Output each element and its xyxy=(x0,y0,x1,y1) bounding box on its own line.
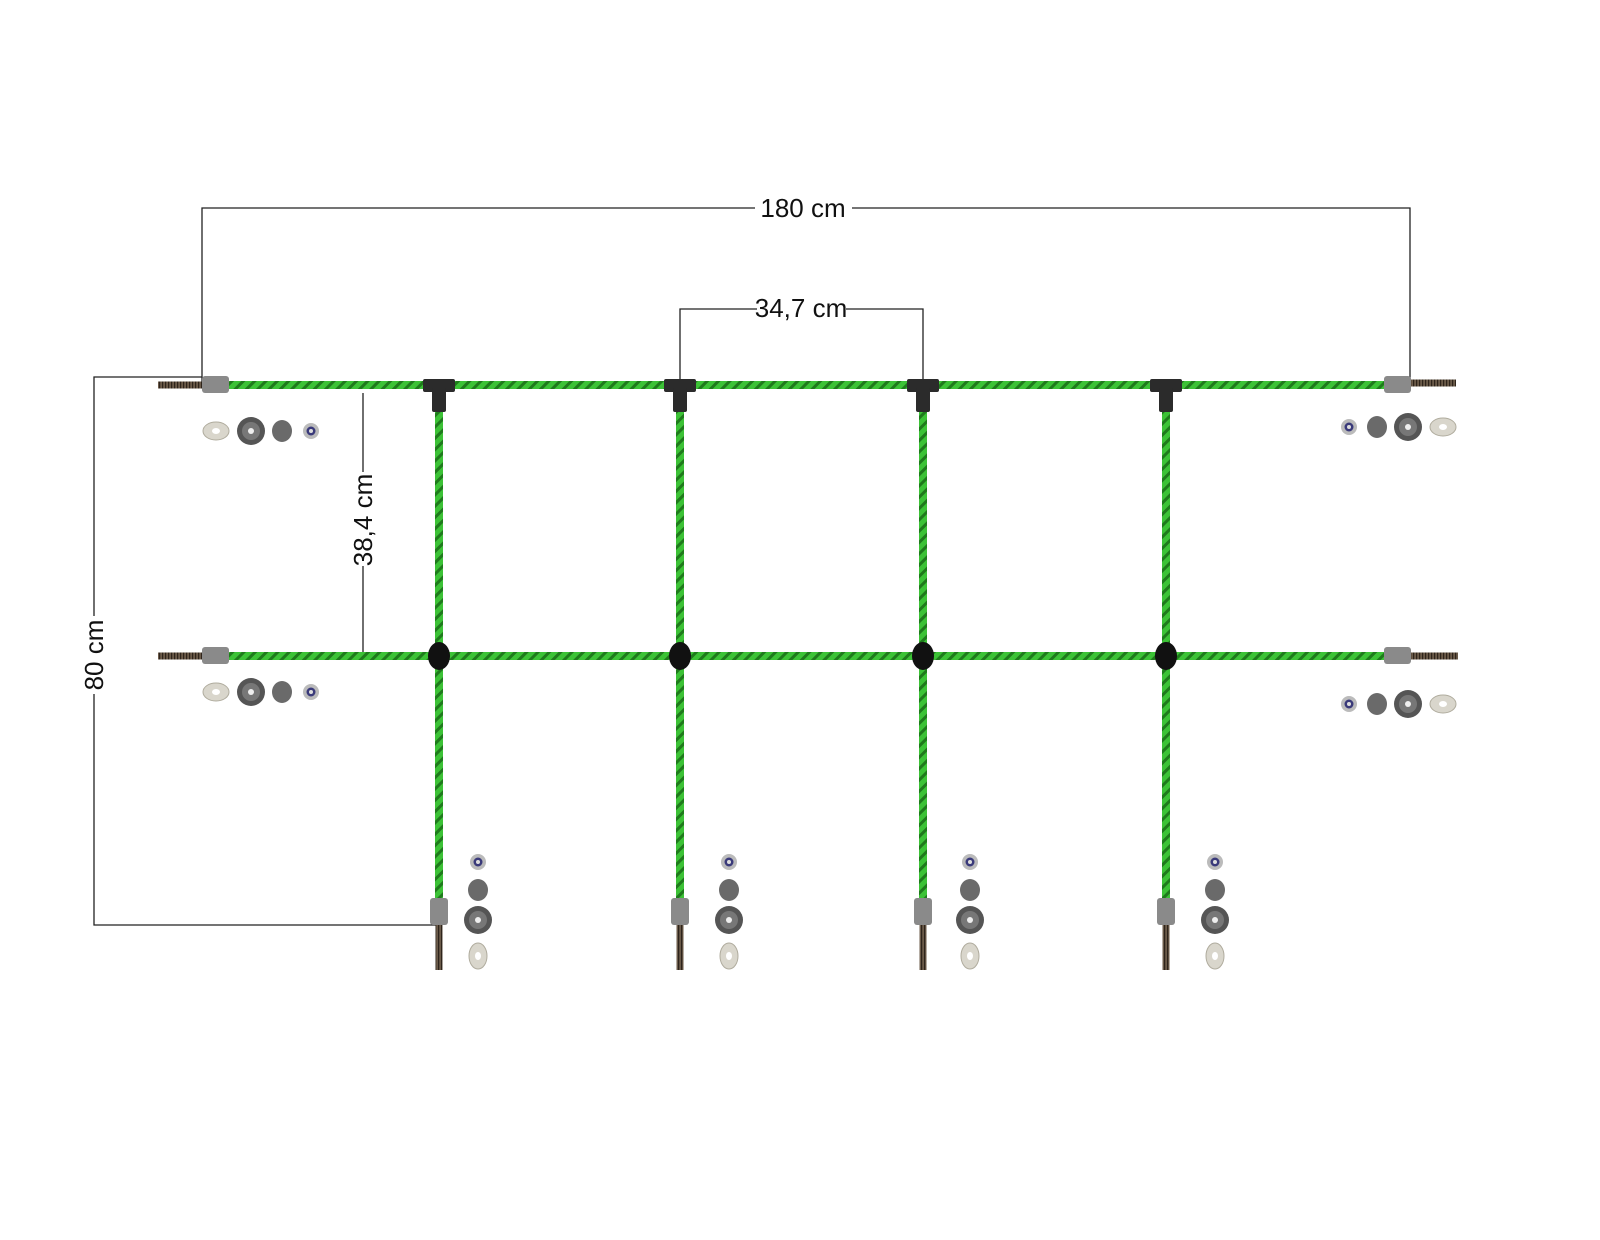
cap-washer-icon xyxy=(1394,413,1422,441)
threaded-rod xyxy=(1162,920,1170,970)
washer-icon xyxy=(468,942,488,970)
t-connector xyxy=(1150,379,1182,412)
rope-end-ferrule xyxy=(1384,647,1411,664)
cross-connector xyxy=(669,642,691,670)
threaded-rod xyxy=(158,652,205,660)
washer-icon xyxy=(719,942,739,970)
cap-washer-icon xyxy=(1394,690,1422,718)
cap-washer-icon xyxy=(1201,906,1229,934)
rope-end-ferrule xyxy=(202,647,229,664)
threaded-rod xyxy=(919,920,927,970)
rope-end-ferrule xyxy=(671,898,689,925)
cap-nut-icon xyxy=(1205,879,1225,901)
lock-nut-icon xyxy=(470,854,486,870)
cap-nut-icon xyxy=(272,681,292,703)
rope-end-ferrule xyxy=(1157,898,1175,925)
horizontal-rope xyxy=(205,652,1395,660)
dimension-label-row: 38,4 cm xyxy=(348,474,378,567)
cap-washer-icon xyxy=(237,417,265,445)
washer-icon xyxy=(1429,417,1457,437)
rope-end-ferrule xyxy=(914,898,932,925)
rope-end-ferrule xyxy=(1384,376,1411,393)
washer-icon xyxy=(202,421,230,441)
cap-washer-icon xyxy=(956,906,984,934)
rope-end-ferrule xyxy=(430,898,448,925)
lock-nut-icon xyxy=(721,854,737,870)
washer-icon xyxy=(202,682,230,702)
cap-nut-icon xyxy=(468,879,488,901)
cap-washer-icon xyxy=(715,906,743,934)
dimension-label-height: 80 cm xyxy=(79,620,109,691)
lock-nut-icon xyxy=(1207,854,1223,870)
cross-connector xyxy=(1155,642,1177,670)
cross-connector xyxy=(428,642,450,670)
cap-nut-icon xyxy=(719,879,739,901)
threaded-rod xyxy=(1410,652,1458,660)
dimension-overall-width: 180 cm xyxy=(201,193,1411,385)
dimension-label-spacing: 34,7 cm xyxy=(755,293,848,323)
threaded-rod xyxy=(676,920,684,970)
threaded-rod xyxy=(1410,379,1456,387)
lock-nut-icon xyxy=(303,684,319,700)
lock-nut-icon xyxy=(303,423,319,439)
washer-icon xyxy=(960,942,980,970)
cap-nut-icon xyxy=(960,879,980,901)
lock-nut-icon xyxy=(962,854,978,870)
t-connector xyxy=(664,379,696,412)
cap-washer-icon xyxy=(464,906,492,934)
washer-icon xyxy=(1429,694,1457,714)
dimension-label-width: 180 cm xyxy=(760,193,845,223)
cross-connector xyxy=(912,642,934,670)
hardware-sets xyxy=(202,413,1457,970)
lock-nut-icon xyxy=(1341,419,1357,435)
cap-nut-icon xyxy=(1367,693,1387,715)
horizontal-rope xyxy=(205,381,1395,389)
rope-end-ferrule xyxy=(202,376,229,393)
t-connector xyxy=(907,379,939,412)
threaded-rod xyxy=(435,920,443,970)
dimension-row-spacing: 38,4 cm xyxy=(348,393,378,656)
dimension-overall-height: 80 cm xyxy=(79,376,440,926)
t-connector xyxy=(423,379,455,412)
rope-net xyxy=(158,376,1458,970)
cap-nut-icon xyxy=(1367,416,1387,438)
dimension-vertical-spacing: 34,7 cm xyxy=(679,293,924,385)
cap-nut-icon xyxy=(272,420,292,442)
threaded-rod xyxy=(158,381,202,389)
washer-icon xyxy=(1205,942,1225,970)
cap-washer-icon xyxy=(237,678,265,706)
lock-nut-icon xyxy=(1341,696,1357,712)
